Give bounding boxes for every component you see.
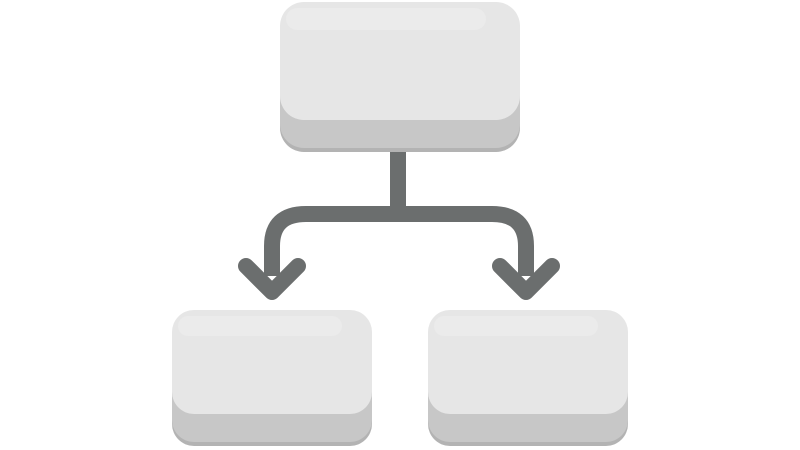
connector-branch-left <box>264 206 398 276</box>
arrowheads <box>238 258 560 300</box>
connector-branch-right <box>398 206 534 276</box>
arrowhead-left <box>238 258 306 300</box>
node-root <box>280 2 520 152</box>
node-child-right <box>428 310 628 446</box>
connector-lines <box>264 148 534 276</box>
arrowhead-right <box>492 258 560 300</box>
node-child-left <box>172 310 372 446</box>
